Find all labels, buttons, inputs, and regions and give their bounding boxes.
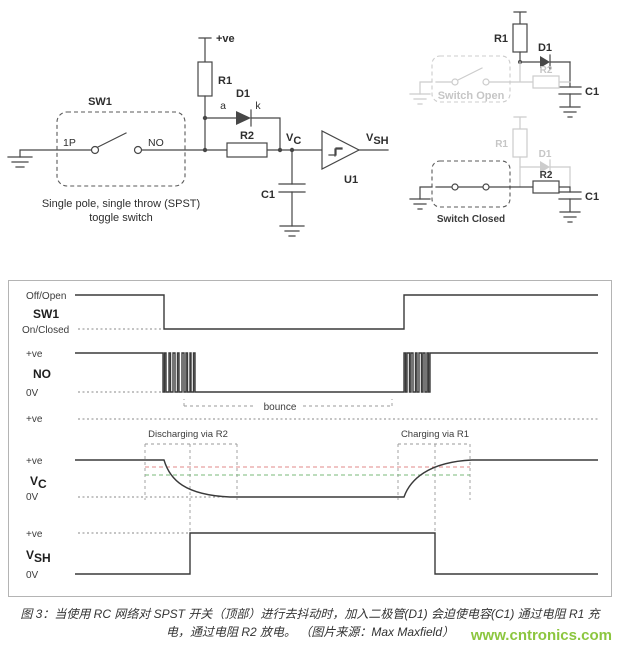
mini-open-lever: [457, 67, 483, 81]
resistor-r1: R1: [197, 61, 232, 97]
main-circuit: +ve R1 a D1 k: [7, 33, 389, 237]
no-low-label: 0V: [26, 388, 39, 399]
vsh-node-label: VSH: [366, 132, 389, 147]
mini-closed-capacitor-c1: C1: [558, 191, 599, 223]
mini-closed-ground-switch: [409, 198, 431, 210]
vc-low-label: 0V: [26, 492, 39, 503]
bounce-label: bounce: [264, 402, 297, 413]
capacitor-c1: C1: [261, 149, 306, 237]
sw1-high-label: Off/Open: [26, 291, 66, 302]
circuit-schematic: +ve R1 a D1 k: [7, 11, 599, 237]
no-label: NO: [148, 137, 164, 149]
diode-d1: a D1 k: [204, 88, 281, 151]
mini-circuit-switch-closed: R1 D1 R2 C1: [409, 116, 599, 225]
mini-closed-d1-label: D1: [539, 149, 552, 160]
power-rail: +ve: [198, 33, 235, 63]
ground-symbol-left: [7, 156, 33, 168]
trace-vsh: +ve VSH 0V: [26, 529, 598, 581]
switch-description-line2: toggle switch: [89, 212, 153, 224]
figure-caption: 图 3：当使用 RC 网络对 SPST 开关（顶部）进行去抖动时，加入二极管(D…: [0, 600, 620, 641]
bounce-annotation: bounce: [183, 399, 393, 413]
watermark: www.cntronics.com: [470, 627, 612, 644]
mini-open-r1-label: R1: [494, 33, 508, 45]
switch-sw1: SW1 1P NO Single pole, single throw (SPS…: [7, 96, 200, 224]
power-label: +ve: [216, 33, 235, 45]
charging-label: Charging via R1: [401, 429, 469, 440]
mini-open-diode-d1: D1: [519, 42, 571, 70]
mini-open-switch: Switch Open: [409, 55, 511, 105]
caption-line-1: 图 3：当使用 RC 网络对 SPST 开关（顶部）进行去抖动时，加入二极管(D…: [20, 607, 600, 621]
cathode-label: k: [255, 100, 261, 112]
vc-node-label: VC: [286, 132, 301, 147]
c1-label: C1: [261, 189, 275, 201]
switch-description-line1: Single pole, single throw (SPST): [42, 198, 200, 210]
sw1-low-label: On/Closed: [22, 325, 69, 336]
vsh-name: VSH: [26, 548, 51, 565]
switch-lever: [97, 132, 127, 148]
mini-closed-diode-d1: D1: [519, 149, 571, 175]
timing-diagram: Off/Open SW1 On/Closed +ve NO 0V bounce …: [8, 280, 612, 597]
mini-circuit-switch-open: R1 D1 C1 R2: [409, 11, 599, 118]
trace-sw1: Off/Open SW1 On/Closed: [22, 291, 598, 336]
vsh-high-label: +ve: [26, 529, 43, 540]
mini-closed-caption: Switch Closed: [437, 214, 505, 225]
no-high-label: +ve: [26, 349, 43, 360]
mini-open-ground-c1: [559, 93, 581, 118]
resistor-r2: R2: [141, 130, 323, 158]
vc-name: VC: [30, 474, 47, 491]
mini-open-resistor-r1: [512, 23, 528, 53]
timing-border: [8, 280, 612, 597]
trace-no: +ve NO 0V bounce: [26, 349, 598, 413]
vc-rail-label: +ve: [26, 414, 43, 425]
mini-open-ground-switch: [409, 93, 431, 105]
vc-high-label: +ve: [26, 456, 43, 467]
mini-closed-resistor-r2: [532, 180, 560, 194]
mini-open-r2-label: R2: [540, 65, 553, 76]
mini-open-capacitor-c1: C1: [558, 86, 599, 118]
mini-closed-c1-label: C1: [585, 191, 599, 203]
mini-closed-ground-c1: [559, 198, 581, 223]
no-name: NO: [33, 367, 51, 381]
sw1-name: SW1: [33, 307, 59, 321]
hysteresis-icon: [328, 147, 343, 157]
trace-vc: +ve Discharging via R2 Charging via R1 +…: [26, 414, 598, 531]
caption-line-2: 电，通过电阻 R2 放电。 （图片来源：Max Maxfield）: [165, 625, 455, 639]
mini-closed-r2-label: R2: [540, 170, 553, 181]
u1-label: U1: [344, 174, 358, 186]
r1-label: R1: [218, 75, 232, 87]
sw1-label: SW1: [88, 96, 112, 108]
mini-closed-r1-label: R1: [495, 139, 508, 150]
schmitt-buffer-u1: U1 VSH: [321, 130, 389, 186]
vsh-low-label: 0V: [26, 570, 39, 581]
mini-open-caption: Switch Open: [438, 90, 505, 102]
mini-open-d1-label: D1: [538, 42, 552, 54]
anode-label: a: [220, 100, 226, 112]
mini-open-c1-label: C1: [585, 86, 599, 98]
mini-closed-switch: Switch Closed: [409, 160, 511, 225]
d1-label: D1: [236, 88, 250, 100]
ground-symbol-c1: [279, 225, 305, 237]
mini-closed-resistor-r1: [512, 128, 528, 158]
mini-open-resistor-r2: [532, 75, 560, 89]
pole-label: 1P: [63, 137, 76, 149]
r2-label: R2: [240, 130, 254, 142]
discharging-label: Discharging via R2: [148, 429, 228, 440]
